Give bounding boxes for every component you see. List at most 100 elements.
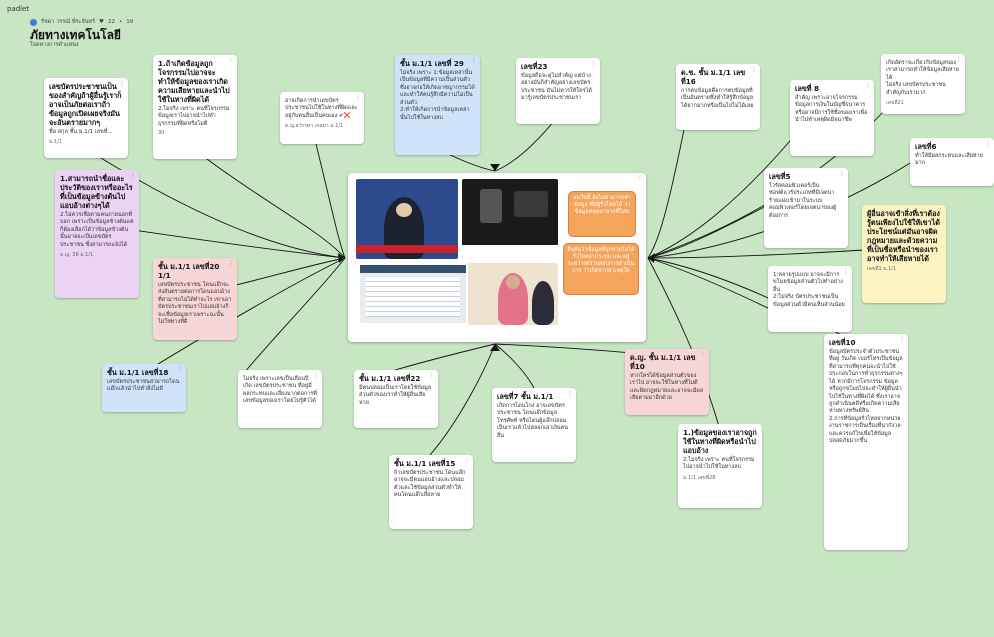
post-title: เลขที่ 8 [795, 84, 820, 93]
more-options-icon[interactable]: ⋮ [899, 336, 905, 343]
more-options-icon[interactable]: ⋮ [228, 260, 234, 267]
author-info: รัชดา วรรณ์ พีระจันทร์ ♥ 22 • 1ท [30, 18, 133, 26]
post-body: มีคนปลอมเป็นเราโดยใช้ข้อมูลส่วนตัวของเรา… [359, 385, 432, 406]
connector-arrowhead [648, 253, 655, 263]
heart-count: 22 [107, 19, 115, 25]
post-card[interactable]: ⋮ ด.ช. ชั้น ม.1/1 เลขที่16 การตบข้อมูลคื… [676, 64, 760, 130]
post-card[interactable]: ⋮ เลขที่7 ชั้น ม.1/1 เกิดการโดนโกง อาจเล… [492, 388, 576, 462]
post-body: การตบข้อมูลคือการตบข้อมูลที่เป็นอันตรายซ… [681, 88, 754, 109]
post-title: ด.ญ. ชั้น ม.1/1 เลขที่10 [630, 353, 696, 371]
more-options-icon[interactable]: ⋮ [119, 80, 125, 87]
post-card[interactable]: ⋮ 1:หลายรูปแบบ อาจจะมีการขโมยข้อมูลส่วนต… [768, 266, 852, 332]
more-options-icon[interactable]: ⋮ [843, 268, 849, 275]
post-title: ด.ช. ชั้น ม.1/1 เลขที่16 [681, 68, 746, 86]
more-options-icon[interactable]: ⋮ [753, 426, 759, 433]
post-body: อาจเกิดการนำเลขบัตรประชาชนไปใช้ในทางที่ผ… [285, 98, 358, 119]
post-card[interactable]: ⋮ 1.สามารถนำชื่อและประวัติของเราหรืออะไร… [55, 170, 139, 298]
post-card[interactable]: ⋮ 1.ถ้าเกิดข้อมูลถูกโจรกรรมไปอาจจะทำให้ข… [153, 55, 237, 159]
more-options-icon[interactable]: ⋮ [471, 57, 477, 64]
post-meta: ม.1/1 เลขที่28 [683, 474, 716, 481]
more-options-icon[interactable]: ⋮ [591, 60, 597, 67]
post-card[interactable]: ⋮ ด.ญ. ชั้น ม.1/1 เลขที่10 หากใครได้ข้อม… [625, 349, 709, 415]
avatar[interactable] [30, 18, 37, 26]
news-screenshot-website [462, 179, 558, 259]
post-meta: ม.1/1 [49, 139, 62, 146]
post-card[interactable]: ⋮ ชั้น ม.1/1 เลขที่20 1/1 เลขบัตรประชาชน… [153, 258, 237, 340]
more-options-icon[interactable]: ⋮ [464, 457, 470, 464]
post-age: 1ท [126, 19, 134, 25]
more-options-icon[interactable]: ⋮ [985, 140, 991, 147]
post-body: 2.ไม่จริง เพราะ คนที่โจรกรรมไปอาจนำไปใช้… [683, 457, 755, 471]
more-options-icon[interactable]: ⋮ [839, 170, 845, 177]
post-card[interactable]: ⋮ ชั้น ม.1/1 เลขที่ 29 ไม่จริง เพราะ 1:ข… [395, 55, 480, 155]
more-options-icon[interactable]: ⋮ [567, 390, 573, 397]
post-card[interactable]: ⋮ เลขที่ 8 สำคัญ เพราะอาจโจรกรรมข้อมูลกา… [790, 80, 874, 156]
post-title: 1.ถ้าเกิดข้อมูลถูกโจรกรรมไปอาจจะทำให้ข้อ… [158, 59, 230, 104]
post-card[interactable]: ⋮ ชั้น ม.1/1 เลขที่15 ถ้าเลขบัตรประชาชน … [389, 455, 473, 529]
post-card[interactable]: ⋮ 1.)ข้อมูลของเราอาจถูกใช้ในทางที่ผิดหรื… [678, 424, 762, 508]
post-body: สำคัญ เพราะอาจโจรกรรมข้อมูลการเงินในบัญช… [795, 95, 868, 124]
post-card[interactable]: ⋮ ชั้น ม.1/1 เลขที่22 มีคนปลอมเป็นเราโดย… [354, 370, 438, 428]
post-body: ถ้าเลขบัตรประชาชน โดนแอ๊ก อาจจะมีคนแอบอ้… [394, 470, 466, 499]
post-card[interactable]: ⋮ เลขบัตรประชาชนเป็นของสำคัญถ้าผู้อื่นรู… [44, 78, 128, 158]
more-options-icon[interactable]: ⋮ [637, 175, 643, 182]
post-meta: 30 [158, 130, 165, 137]
post-card[interactable]: ⋮ เลขที่23 ข้อมูลถือจะดูไม่สำคัญ แต่บ้าง… [516, 58, 600, 124]
page-subtitle: ใจดทางการตำแหน่ง [30, 42, 79, 48]
face [506, 275, 520, 289]
connector-arrowhead [490, 344, 500, 351]
connector [394, 343, 496, 371]
connector [647, 257, 721, 431]
blurred-photo [480, 189, 502, 223]
post-title: เลขที่10 [829, 338, 856, 347]
banner-strip [356, 245, 458, 253]
post-card[interactable]: ⋮ เลขที่6 ทำให้มีผลกระทบและเสียหายมาก [910, 138, 994, 186]
more-options-icon[interactable]: ⋮ [751, 66, 757, 73]
table-rows [366, 277, 460, 317]
post-body: 2.ไม่ควรเชื่อตามคนภายนอกที่บอก เพราะเป็น… [60, 212, 134, 248]
news-photo-press-conference [356, 179, 458, 259]
central-image-post[interactable]: ⋮ จนวันนี้ ยังไม่สามารถหาข้อมูล ที่มีผู้… [348, 173, 646, 342]
post-card[interactable]: ⋮ เกิดอัตราจะเกี่ยวกับข้อมูลของเราสามารถ… [881, 54, 965, 114]
post-title: เลขบัตรประชาชนเป็นของสำคัญถ้าผู้อื่นรู้เ… [49, 82, 122, 127]
connector [237, 257, 346, 381]
post-title: เลขที่5 [769, 172, 791, 181]
more-options-icon[interactable]: ⋮ [865, 82, 871, 89]
post-body: เกิดอัตราจะเกี่ยวกับข้อมูลของเราสามารถทำ… [886, 60, 959, 96]
connector [647, 257, 773, 311]
connector [494, 119, 556, 172]
more-options-icon[interactable]: ⋮ [355, 94, 361, 101]
page-title: ภัยทางเทคโนโลยี [30, 28, 121, 42]
post-title: 1.สามารถนำชื่อและประวัติของเราหรืออะไรที… [60, 174, 133, 210]
post-body: ข้อมูลถือจะดูไม่สำคัญ แต่บ้างอย่างมันก็ส… [521, 73, 592, 102]
post-title: 1.)ข้อมูลของเราอาจถูกใช้ในทางที่ผิดหรือน… [683, 428, 757, 455]
connector [647, 134, 796, 259]
post-body: เลขบัตรประชาชน โดนแอ๊กจะส่งอันตรายต่อการ… [158, 282, 232, 326]
orange-callout-2: ยืนยันว่าข้อมูลที่ถูกขายไม่ได้รั่วไหลจาก… [563, 243, 639, 295]
connector [194, 149, 346, 259]
more-options-icon[interactable]: ⋮ [700, 351, 706, 358]
post-body: ไม่จริง เพราะเลขเป็นเลือนปีเกิด เลขบัตรป… [243, 376, 317, 405]
more-options-icon[interactable]: ⋮ [956, 56, 962, 63]
post-card[interactable]: ⋮ ไม่จริง เพราะเลขเป็นเลือนปีเกิด เลขบัต… [238, 370, 322, 428]
more-options-icon[interactable]: ⋮ [177, 366, 183, 373]
post-title: เลขที่6 [915, 142, 937, 151]
post-title: ชั้น ม.1/1 เลขที่22 [359, 374, 421, 383]
post-card[interactable]: ⋮ ชั้น ม.1/1 เลขที่18 เลขบัตรประชาชนสามา… [102, 364, 186, 412]
more-options-icon[interactable]: ⋮ [429, 372, 435, 379]
post-title: ชั้น ม.1/1 เลขที่ 29 [400, 59, 464, 68]
post-card[interactable]: ⋮ เลขที่10 ข้อมูลบัตรประจำตัวประชาชน ที่… [824, 334, 908, 550]
post-card[interactable]: ⋮ ผู้อื่นอาจเข้าสิ่งที่เราต้องรู้ตนเพียง… [862, 205, 946, 303]
post-body: ทำให้มีผลกระทบและเสียหายมาก [915, 153, 983, 167]
more-options-icon[interactable]: ⋮ [228, 57, 234, 64]
post-body: ไวรัสคอมพิวเตอร์เป็นซอฟต์แวร์ประเภทที่มี… [769, 183, 837, 219]
post-card[interactable]: ⋮ อาจเกิดการนำเลขบัตรประชาชนไปใช้ในทางที… [280, 92, 364, 144]
more-options-icon[interactable]: ⋮ [313, 372, 319, 379]
caption-strip [462, 245, 558, 259]
post-card[interactable]: ⋮ เลขที่5 ไวรัสคอมพิวเตอร์เป็นซอฟต์แวร์ป… [764, 168, 848, 248]
app-logo[interactable]: padlet [7, 5, 30, 13]
post-meta: ด.ญ. 36 ม.1/1 [60, 252, 94, 259]
post-body: ไม่จริง เพราะ 1:ข้อมูลเหล่านั้นเป็นข้อมู… [400, 70, 475, 121]
more-options-icon[interactable]: ⋮ [937, 207, 943, 214]
more-options-icon[interactable]: ⋮ [130, 172, 136, 179]
